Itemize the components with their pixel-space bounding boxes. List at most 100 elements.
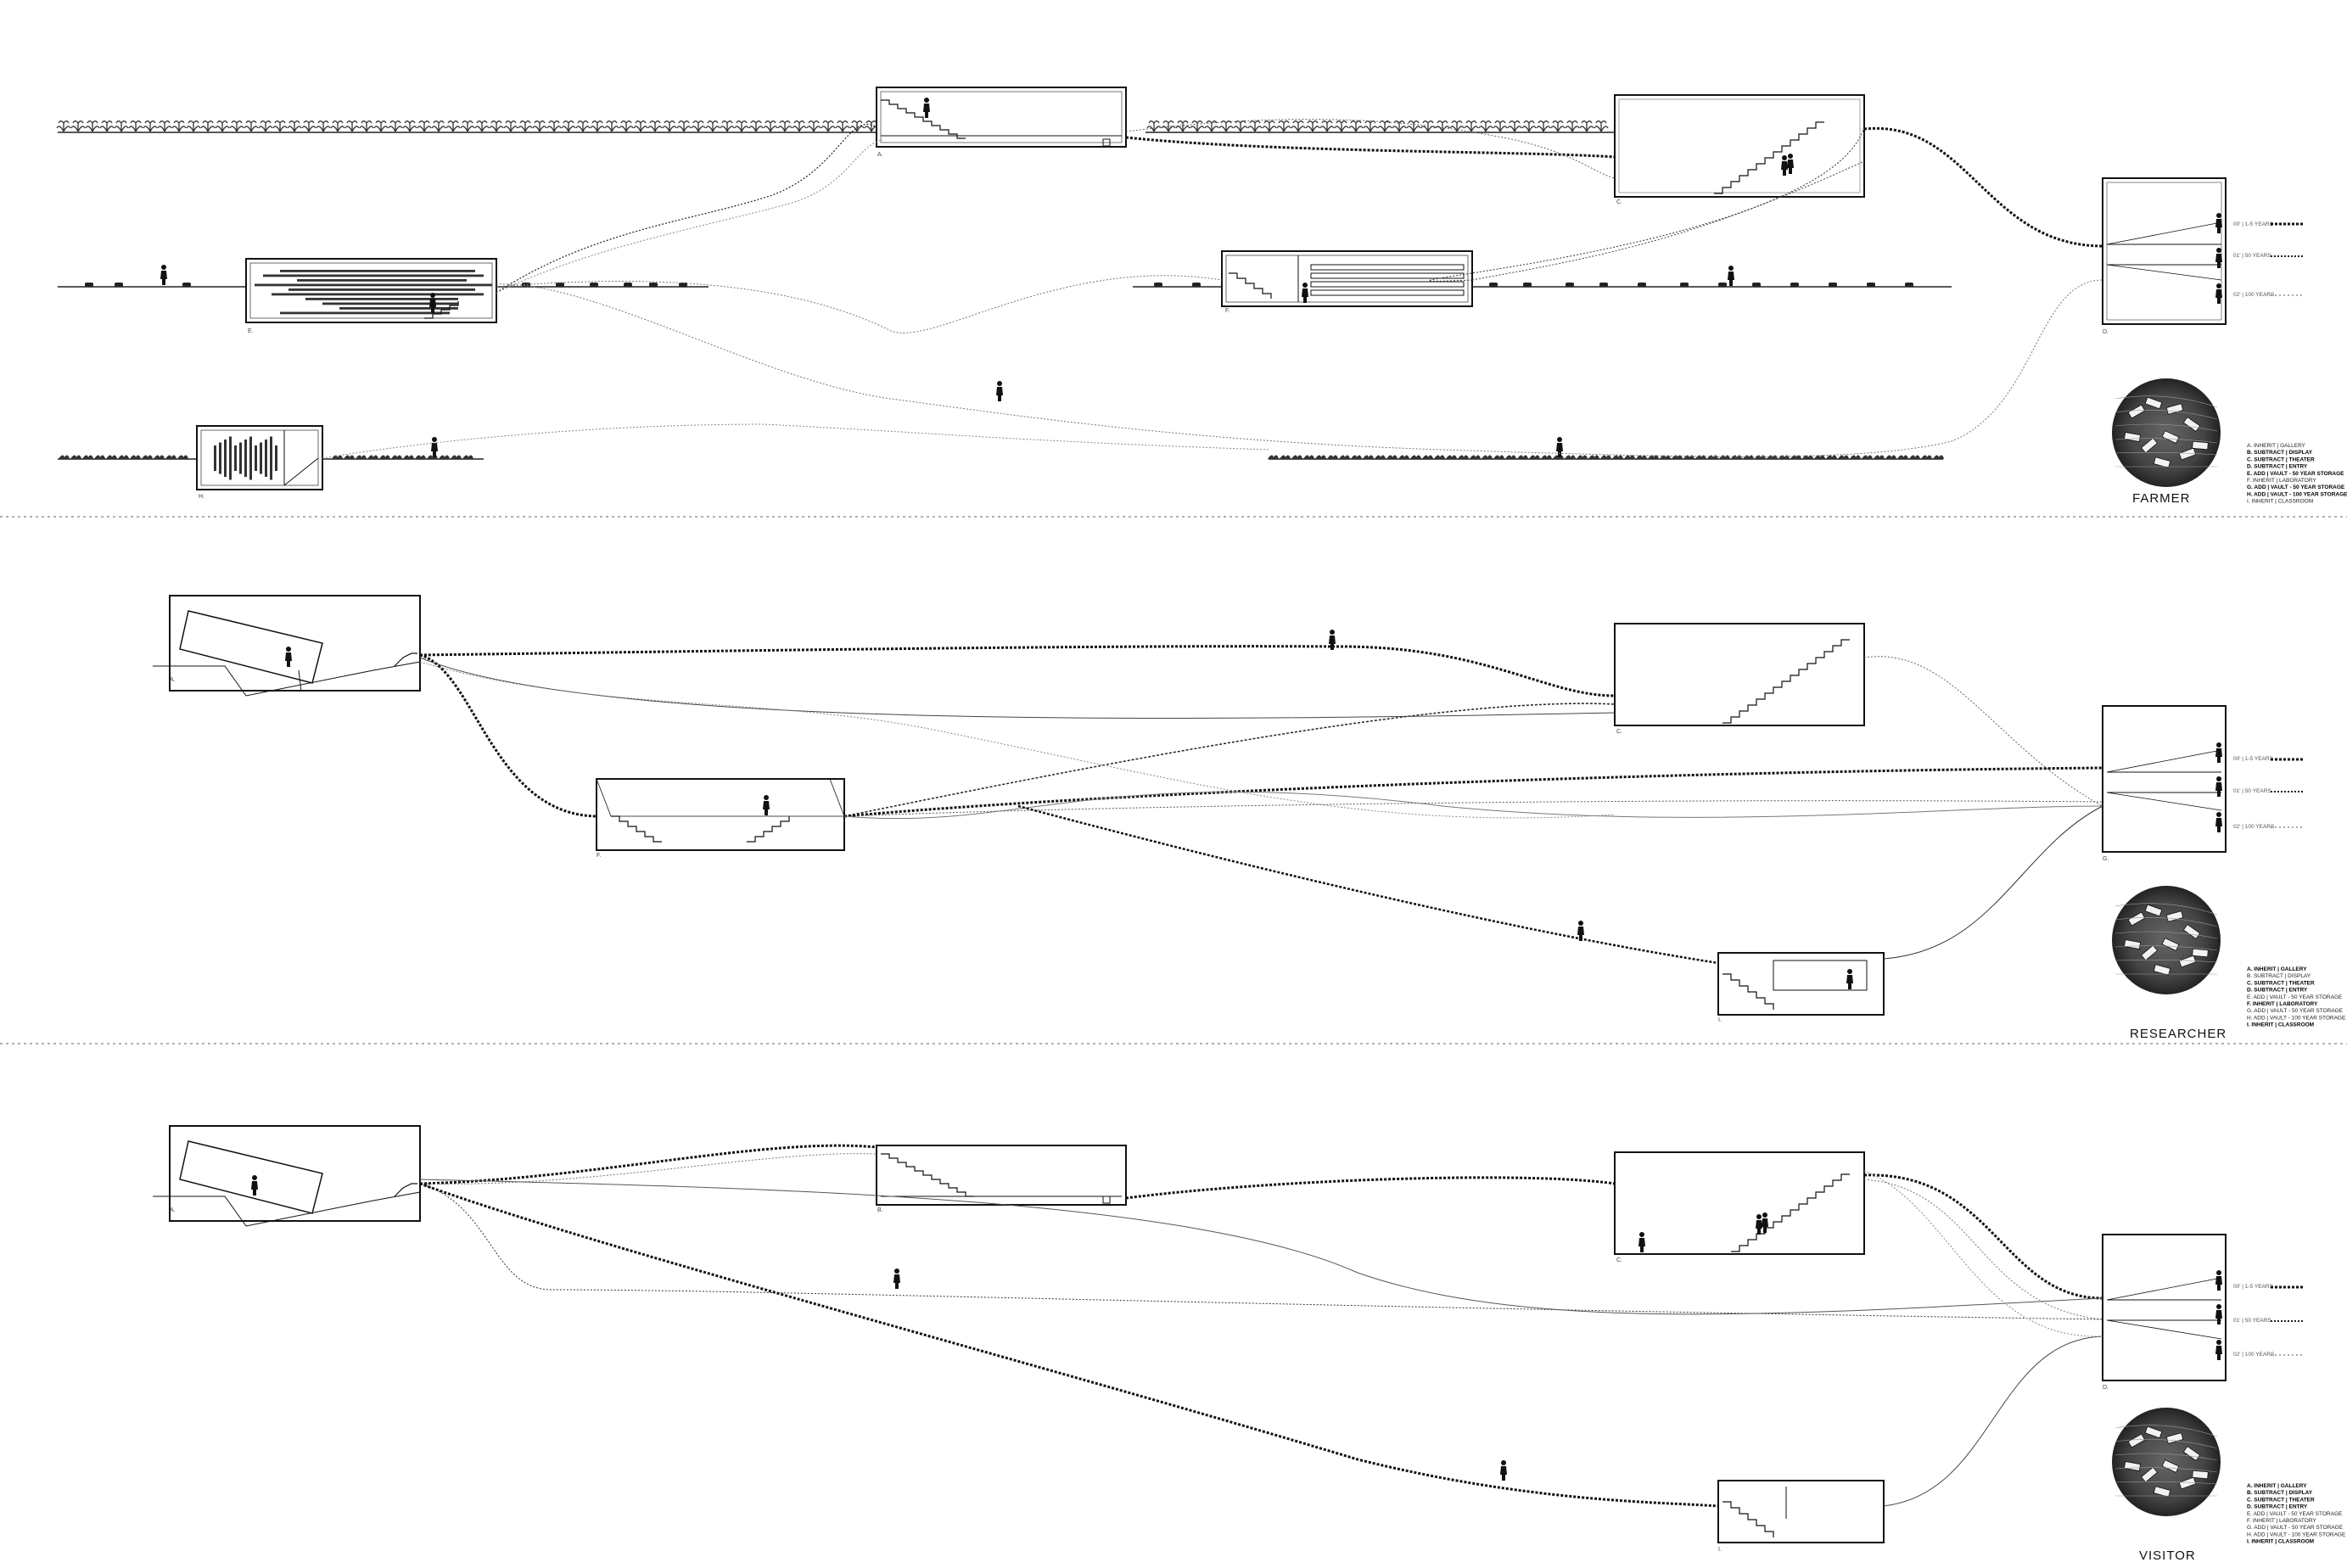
crop-plant	[1247, 120, 1263, 132]
crop-plant	[1565, 120, 1580, 132]
svg-text:00' | 1-5 YEARS: 00' | 1-5 YEARS	[2233, 1284, 2274, 1290]
site-map-researcher	[2112, 886, 2221, 994]
grass-tuft	[1588, 455, 1599, 459]
grass-tuft	[59, 455, 70, 459]
map-contour	[2115, 917, 2218, 927]
storage-slat	[265, 440, 267, 477]
crop-plant	[1146, 120, 1162, 132]
soil-mound	[1867, 283, 1875, 287]
crop-plant	[1262, 120, 1277, 132]
legend-item: H. ADD | VAULT - 100 YEAR STORAGE	[2247, 1532, 2346, 1537]
svg-text:00' | 1-5 YEARS: 00' | 1-5 YEARS	[2233, 221, 2274, 227]
crop-plant	[691, 120, 706, 132]
soil-mound	[1192, 283, 1201, 287]
crop-plant	[1190, 120, 1205, 132]
caption-visitor: VISITOR	[2139, 1548, 2196, 1563]
grass-tuft	[1303, 455, 1314, 459]
legend-item: B. SUBTRACT | DISPLAY	[2247, 1490, 2313, 1496]
grass-tuft	[1410, 455, 1421, 459]
map-contour	[2115, 1453, 2218, 1461]
label-b3: B.	[877, 1207, 883, 1213]
crop-plant	[85, 120, 100, 132]
crop-plant	[1319, 120, 1335, 132]
storage-slat	[239, 442, 242, 474]
label-i2: I.	[1718, 1017, 1722, 1023]
path-lines	[322, 119, 2103, 459]
grass-tuft	[1731, 455, 1742, 459]
grass-tuft	[1814, 455, 1825, 459]
legend-item: I. INHERIT | CLASSROOM	[2247, 1539, 2314, 1545]
storage-slat	[234, 445, 237, 471]
soil-mound	[1638, 283, 1646, 287]
legend-item: A. INHERIT | GALLERY	[2247, 443, 2306, 449]
label-h: H.	[199, 494, 204, 500]
grass-tuft	[1541, 455, 1552, 459]
legend-item: C. SUBTRACT | THEATER	[2247, 980, 2315, 986]
soil-mound	[182, 283, 191, 287]
grass-tuft	[427, 455, 438, 459]
grass-tuft	[106, 455, 117, 459]
map-building	[2127, 404, 2146, 419]
crop-plant	[792, 120, 807, 132]
map-building	[2178, 447, 2197, 461]
svg-text:01' | 50 YEARS: 01' | 50 YEARS	[2233, 788, 2271, 794]
grass-tuft	[1565, 455, 1576, 459]
site-map-farmer	[2112, 378, 2221, 487]
soil-mound	[1790, 283, 1799, 287]
crop-plant	[1464, 120, 1479, 132]
legend-item: D. SUBTRACT | ENTRY	[2247, 988, 2308, 994]
storage-slat	[270, 436, 272, 480]
label-c2: C.	[1616, 729, 1622, 735]
map-building	[2192, 1470, 2209, 1480]
grass-tuft	[130, 455, 141, 459]
map-building	[2153, 964, 2171, 976]
building-f-laboratory-2	[596, 778, 845, 851]
map-building	[2127, 911, 2146, 927]
map-building	[2153, 456, 2171, 468]
crop-plant	[1521, 120, 1537, 132]
crop-plant	[561, 120, 576, 132]
grass-tuft	[1862, 455, 1873, 459]
building-e-vault	[245, 258, 497, 323]
crop-plant	[56, 120, 71, 132]
crop-plant	[748, 120, 764, 132]
crop-plant	[373, 120, 389, 132]
caption-farmer: FARMER	[2132, 491, 2191, 506]
map-building	[2161, 1459, 2180, 1473]
legend-item: G. ADD | VAULT - 50 YEAR STORAGE	[2247, 1008, 2344, 1014]
crop-plant	[128, 120, 143, 132]
grass-tuft	[1743, 455, 1754, 459]
building-d-entry-3	[2102, 1234, 2227, 1381]
building-a-gallery-3	[153, 1125, 421, 1227]
site-map-visitor	[2112, 1408, 2221, 1516]
map-building	[2182, 417, 2201, 432]
grass-tuft	[439, 455, 450, 459]
storage-shelf	[339, 307, 458, 310]
crop-plant	[143, 120, 158, 132]
visitor-section: A. B. C. D. 00' | 1-5 YEARS 01' | 50 YEA	[153, 1125, 2346, 1563]
crop-plant	[720, 120, 735, 132]
map-contour	[2115, 423, 2218, 432]
building-i-classroom-3	[1717, 1480, 1885, 1543]
grass-tuft	[1315, 455, 1326, 459]
legend-item: D. SUBTRACT | ENTRY	[2247, 1504, 2308, 1510]
crop-plant	[532, 120, 547, 132]
grass-tuft	[1458, 455, 1469, 459]
map-building	[2182, 924, 2201, 939]
label-a3: A.	[170, 1207, 176, 1213]
crop-plant	[1435, 120, 1450, 132]
crop-plant	[633, 120, 648, 132]
legend-item: F. INHERIT | LABORATORY	[2247, 478, 2316, 484]
crop-plant	[734, 120, 749, 132]
crop-plant	[330, 120, 345, 132]
crop-plant	[460, 120, 475, 132]
soil-mound	[1566, 283, 1574, 287]
soil-mound	[1905, 283, 1913, 287]
grass-tuft	[94, 455, 105, 459]
crop-plant	[417, 120, 432, 132]
building-h-vault	[196, 425, 323, 490]
legend-item: A. INHERIT | GALLERY	[2247, 966, 2307, 972]
crop-plant	[1507, 120, 1522, 132]
legend-item: G. ADD | VAULT - 50 YEAR STORAGE	[2247, 484, 2345, 490]
